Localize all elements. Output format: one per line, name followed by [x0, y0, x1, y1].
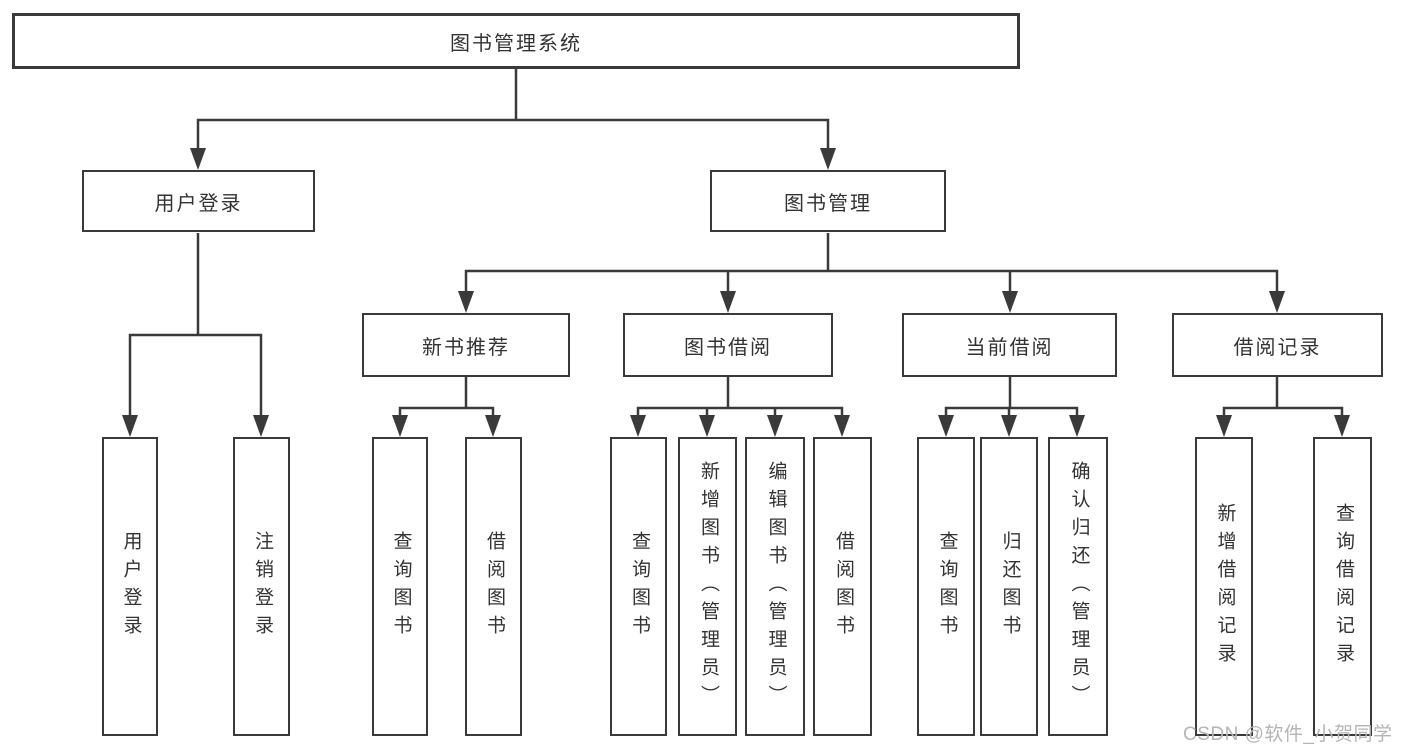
- leaf-user-login-label: 用户登录: [120, 530, 142, 643]
- csdn-watermark: CSDN @软件_小贺同学: [1183, 724, 1393, 745]
- edge-new-book-recommend-children: [392, 377, 501, 437]
- leaf-add-books-admin-label: 新增图书（管理员）: [697, 460, 719, 713]
- node-user-login-label: 用户登录: [154, 192, 243, 215]
- leaf-user-login: 用户登录: [102, 437, 158, 736]
- node-root-system-label: 图书管理系统: [450, 32, 582, 55]
- edge-user-login-children: [122, 233, 269, 437]
- leaf-edit-books-admin: 编辑图书（管理员）: [745, 437, 805, 736]
- leaf-query-borrow-record-label: 查询借阅记录: [1332, 502, 1354, 671]
- node-user-login: 用户登录: [82, 170, 315, 232]
- node-current-borrow-label: 当前借阅: [965, 336, 1054, 359]
- leaf-edit-books-admin-label: 编辑图书（管理员）: [765, 460, 787, 713]
- leaf-borrow-books-label: 借阅图书: [832, 530, 854, 643]
- leaf-query-borrow-record: 查询借阅记录: [1313, 437, 1372, 736]
- node-current-borrow: 当前借阅: [902, 313, 1117, 377]
- node-new-book-recommend: 新书推荐: [362, 313, 570, 377]
- leaf-return-books-label: 归还图书: [999, 530, 1021, 643]
- leaf-logout-label: 注销登录: [251, 530, 273, 643]
- leaf-query-books-current: 查询图书: [917, 437, 975, 736]
- leaf-add-borrow-record-label: 新增借阅记录: [1214, 502, 1236, 671]
- node-borrow-records-label: 借阅记录: [1233, 336, 1322, 359]
- leaf-borrow-books-recommend-label: 借阅图书: [483, 530, 505, 643]
- node-book-borrow-label: 图书借阅: [684, 336, 772, 359]
- leaf-borrow-books: 借阅图书: [813, 437, 872, 736]
- leaf-add-borrow-record: 新增借阅记录: [1195, 437, 1253, 736]
- leaf-return-books: 归还图书: [980, 437, 1038, 736]
- node-book-management: 图书管理: [710, 170, 946, 232]
- node-book-management-label: 图书管理: [784, 192, 872, 215]
- edge-book-borrow-children: [630, 377, 850, 437]
- leaf-confirm-return-admin: 确认归还（管理员）: [1048, 437, 1108, 736]
- leaf-query-books-borrow-label: 查询图书: [628, 530, 650, 643]
- leaf-query-books-current-label: 查询图书: [936, 530, 958, 643]
- leaf-logout: 注销登录: [233, 437, 290, 736]
- node-borrow-records: 借阅记录: [1172, 313, 1383, 377]
- edge-current-borrow-children: [938, 377, 1085, 437]
- node-root-system: 图书管理系统: [12, 13, 1020, 69]
- leaf-confirm-return-admin-label: 确认归还（管理员）: [1068, 460, 1090, 713]
- leaf-query-books-borrow: 查询图书: [610, 437, 667, 736]
- node-new-book-recommend-label: 新书推荐: [422, 336, 510, 359]
- leaf-borrow-books-recommend: 借阅图书: [465, 437, 522, 736]
- leaf-add-books-admin: 新增图书（管理员）: [678, 437, 737, 736]
- node-book-borrow: 图书借阅: [623, 313, 833, 377]
- leaf-query-books-recommend: 查询图书: [372, 437, 428, 736]
- edge-borrow-records-children: [1216, 377, 1350, 437]
- edge-book-management-children: [458, 233, 1285, 313]
- leaf-query-books-recommend-label: 查询图书: [390, 530, 412, 643]
- edge-root-to-level2: [190, 69, 836, 170]
